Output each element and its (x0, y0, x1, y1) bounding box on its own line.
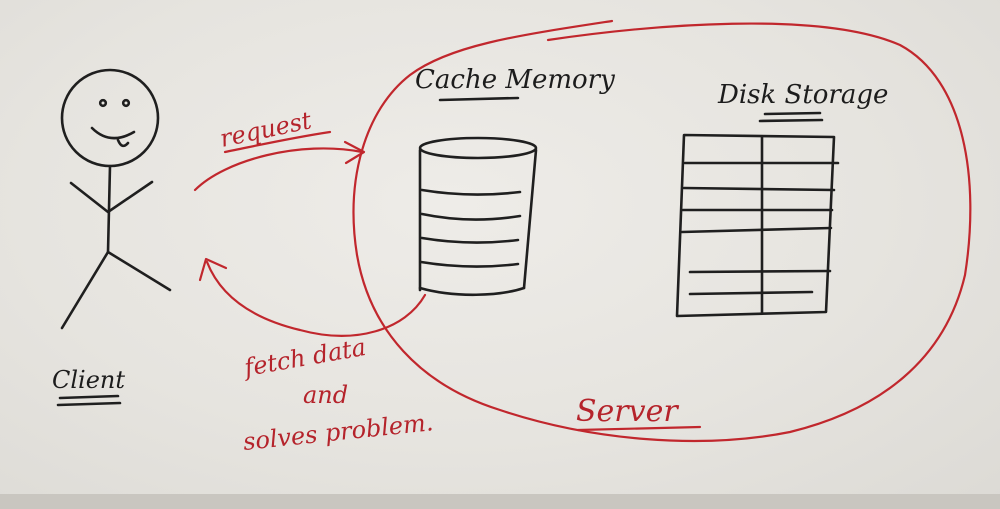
and-label: and (303, 381, 348, 409)
cylinder-database-icon (418, 136, 538, 297)
cylinder-band (420, 236, 520, 244)
fetch-arrow (198, 257, 427, 337)
server-boundary (352, 19, 972, 443)
figure-left-eye (98, 98, 108, 108)
request-underline (223, 130, 332, 154)
server-label: Server (576, 394, 679, 429)
disk-storage-label: Disk Storage (717, 80, 888, 110)
grid-row-line (680, 226, 833, 234)
client-underline (56, 394, 122, 407)
grid-outline (675, 133, 836, 318)
request-arrow (193, 140, 366, 192)
figure-right-eye (121, 98, 131, 108)
cylinder-band (419, 260, 520, 268)
server-underline (576, 425, 702, 432)
fetch-data-label: fetch data (240, 333, 368, 382)
figure-tongue (116, 138, 130, 148)
request-label: request (217, 106, 314, 153)
cylinder-band (420, 212, 522, 221)
cylinder-band (420, 188, 522, 196)
cache-underline (438, 96, 520, 102)
figure-legs (60, 250, 172, 330)
cylinder-bottom (418, 286, 526, 297)
cylinder-top (418, 136, 538, 160)
figure-body (106, 164, 112, 254)
stick-figure-icon (60, 68, 172, 330)
grid-row-line (688, 269, 832, 274)
grid-row-line (688, 290, 814, 296)
grid-row-line (682, 186, 836, 192)
cache-memory-label: Cache Memory (415, 65, 615, 95)
client-label: Client (52, 366, 125, 394)
figure-arms (69, 180, 154, 214)
figure-head (60, 68, 160, 168)
figure-smile (90, 126, 136, 140)
cylinder-sides (418, 148, 538, 292)
solves-problem-label: solves problem. (242, 408, 435, 456)
photo-bottom-edge (0, 494, 1000, 509)
grid-table-icon (675, 133, 840, 318)
disk-underline (758, 111, 824, 123)
